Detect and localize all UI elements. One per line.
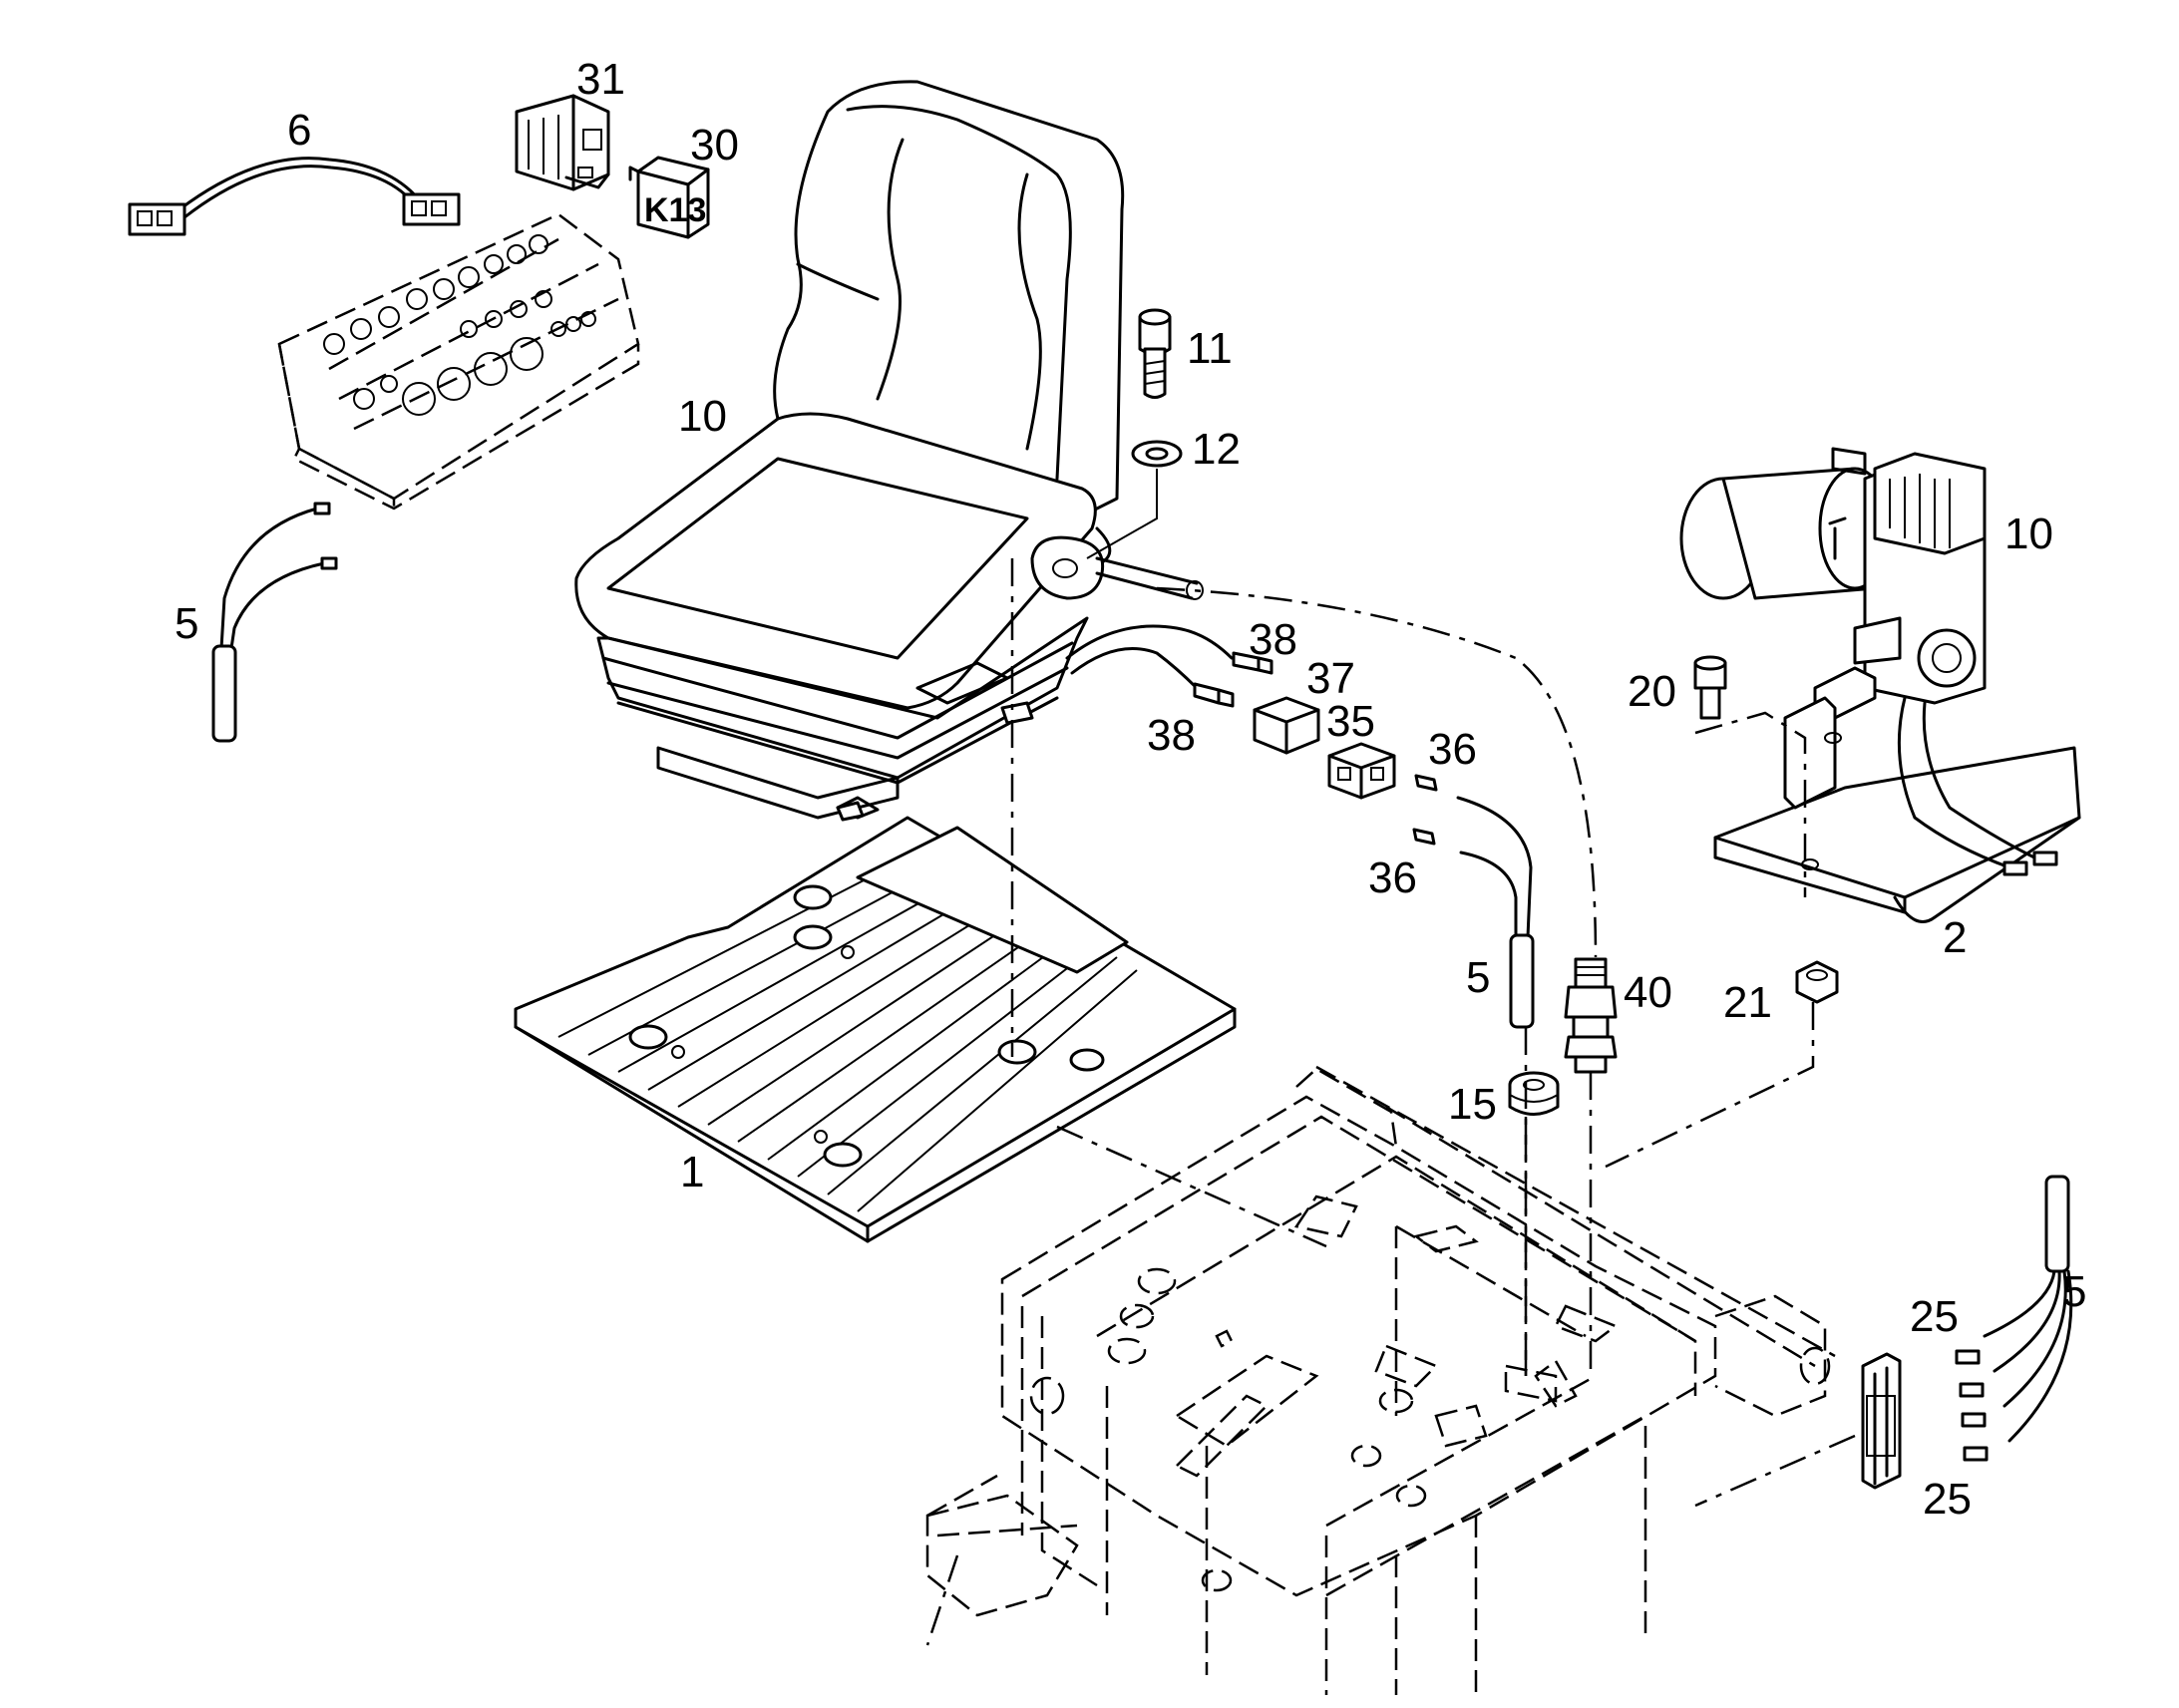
compressor-10 bbox=[1679, 447, 1987, 705]
callout-20: 20 bbox=[1628, 667, 1676, 716]
callout-12: 12 bbox=[1192, 425, 1241, 474]
bolt-11 bbox=[1138, 308, 1172, 399]
callout-10-seat: 10 bbox=[678, 392, 727, 441]
callout-37: 37 bbox=[1306, 654, 1355, 703]
sensor-wire-5-left bbox=[211, 502, 338, 743]
callout-31: 31 bbox=[576, 55, 625, 104]
nut-21 bbox=[1795, 960, 1839, 1004]
callout-36-lower: 36 bbox=[1368, 854, 1417, 902]
terminal-38-lower bbox=[1193, 682, 1235, 708]
terminals-25 bbox=[1955, 1349, 1989, 1462]
callout-10-compressor: 10 bbox=[2004, 510, 2053, 558]
terminal-36-upper bbox=[1414, 774, 1438, 792]
callout-labels: 6 31 30 11 12 10 10 5 38 37 38 35 36 36 … bbox=[175, 55, 2086, 1524]
screw-20 bbox=[1693, 655, 1727, 720]
relay-30: K13 bbox=[628, 156, 710, 239]
callout-25-upper: 25 bbox=[1910, 1292, 1959, 1341]
callout-25-lower: 25 bbox=[1923, 1475, 1972, 1524]
connector-housing-37 bbox=[1253, 696, 1320, 755]
callout-15: 15 bbox=[1448, 1080, 1497, 1129]
callout-30: 30 bbox=[690, 121, 739, 170]
callout-38-lower: 38 bbox=[1147, 711, 1196, 760]
relay-socket-31 bbox=[515, 94, 610, 191]
grommet-15 bbox=[1508, 1071, 1560, 1116]
mounting-bracket-2 bbox=[1713, 666, 2081, 923]
fitting-40 bbox=[1564, 957, 1618, 1074]
callout-5-middle: 5 bbox=[1466, 953, 1490, 1002]
machine-frame-phantom bbox=[925, 1065, 1836, 1695]
cable-harness-6 bbox=[128, 157, 461, 236]
callout-6: 6 bbox=[287, 106, 311, 155]
sensor-wire-5-middle bbox=[1456, 796, 1535, 1029]
callout-11: 11 bbox=[1187, 324, 1233, 373]
callout-36-upper: 36 bbox=[1428, 725, 1477, 774]
callout-38-upper: 38 bbox=[1249, 615, 1297, 664]
washer-12 bbox=[1131, 440, 1183, 468]
seat-10 bbox=[574, 80, 1234, 822]
callout-35: 35 bbox=[1326, 697, 1375, 746]
connector-housing-35 bbox=[1327, 742, 1396, 800]
callout-21: 21 bbox=[1723, 978, 1772, 1027]
callout-5-left: 5 bbox=[175, 599, 198, 648]
callout-1: 1 bbox=[680, 1148, 704, 1196]
sensor-wire-5-right bbox=[1983, 1175, 2073, 1443]
callout-5-right: 5 bbox=[2062, 1267, 2086, 1316]
magnetic-switch bbox=[1861, 1352, 1902, 1490]
relay-marking: K13 bbox=[644, 191, 706, 229]
assembly-lines bbox=[925, 558, 1856, 1646]
control-panel-phantom bbox=[277, 212, 640, 513]
callout-40: 40 bbox=[1624, 968, 1672, 1017]
floor-plate-1 bbox=[514, 816, 1237, 1243]
terminal-36-lower bbox=[1412, 828, 1436, 846]
callout-2: 2 bbox=[1943, 913, 1967, 962]
terminal-38-upper bbox=[1232, 651, 1273, 675]
